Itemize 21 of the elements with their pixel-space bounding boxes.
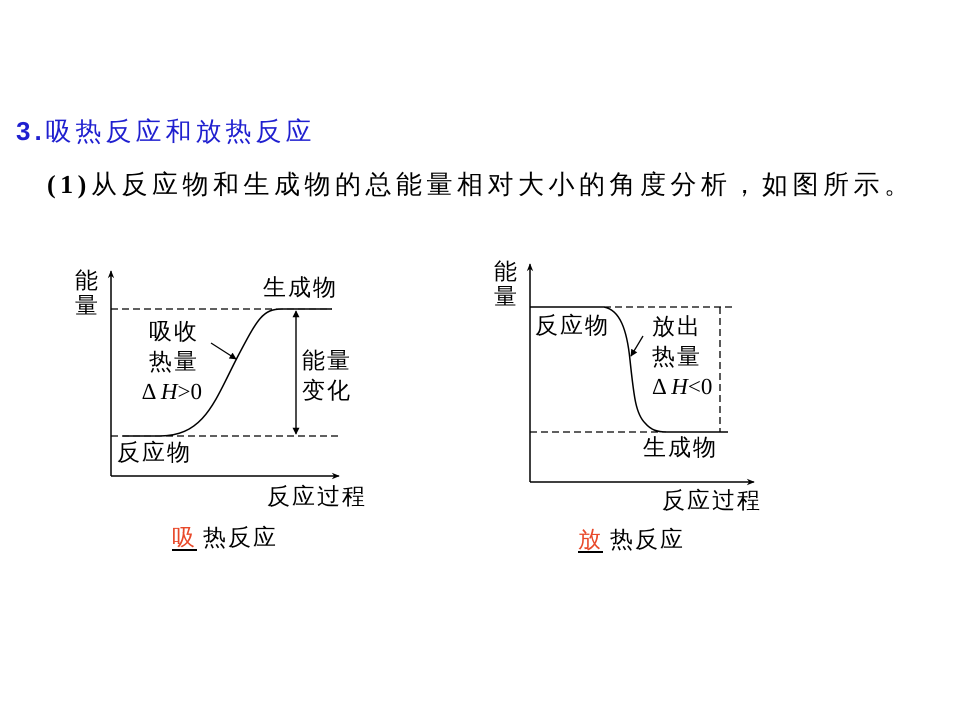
enthalpy-label: Δ H>0 bbox=[142, 379, 202, 404]
dimension-label: 能量变化 bbox=[302, 347, 353, 405]
chart-caption: 热反应 bbox=[610, 527, 685, 554]
energy-level-label: 生成物 bbox=[263, 275, 338, 302]
filled-answer: 放 bbox=[578, 527, 603, 554]
leader-arrow bbox=[630, 336, 644, 357]
annotation-text: 放出热量 bbox=[652, 313, 703, 371]
slide-title: 3.吸热反应和放热反应 bbox=[16, 117, 316, 147]
chart-caption: 热反应 bbox=[203, 525, 278, 552]
axis-title: 反应过程 bbox=[267, 484, 367, 510]
annotation-text: 吸收热量 bbox=[149, 318, 200, 376]
axis-title: 能量 bbox=[75, 268, 101, 318]
energy-level-label: 反应物 bbox=[535, 313, 610, 340]
axis-title: 反应过程 bbox=[662, 488, 762, 514]
filled-answer: 吸 bbox=[172, 525, 197, 552]
axis-title: 能量 bbox=[494, 259, 520, 309]
leader-arrow bbox=[210, 342, 237, 360]
enthalpy-label: Δ H<0 bbox=[652, 374, 712, 399]
energy-level-label: 生成物 bbox=[643, 435, 718, 462]
instruction-text: (1)从反应物和生成物的总能量相对大小的角度分析，如图所示。 bbox=[47, 170, 914, 200]
energy-level-label: 反应物 bbox=[117, 440, 192, 466]
